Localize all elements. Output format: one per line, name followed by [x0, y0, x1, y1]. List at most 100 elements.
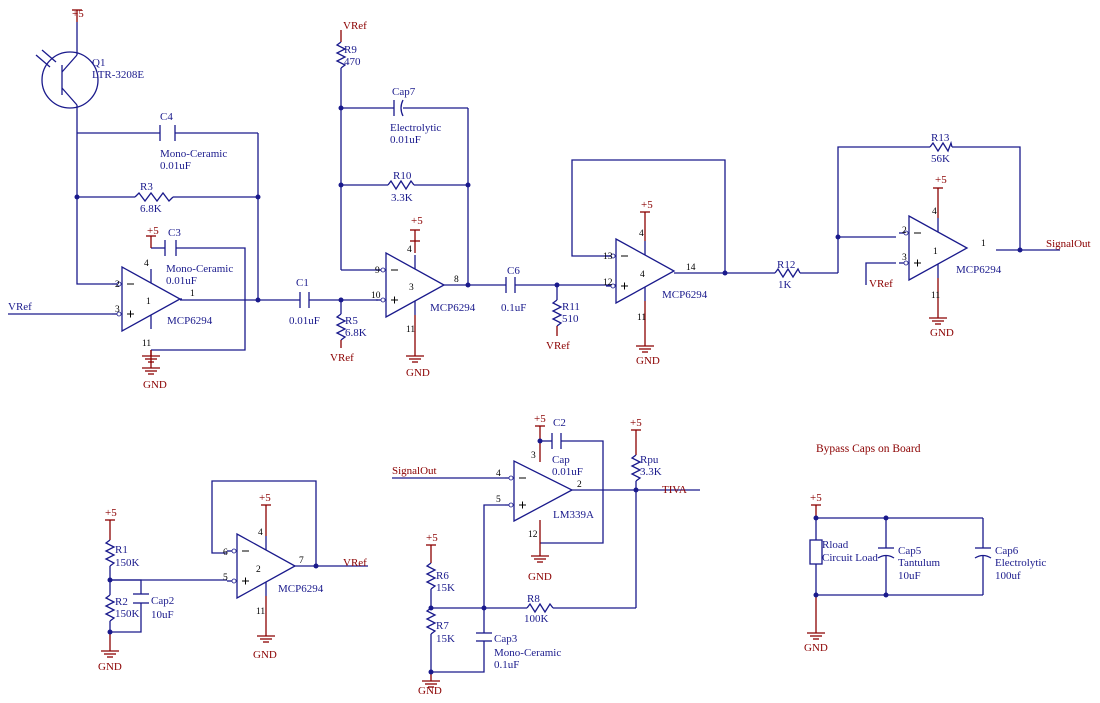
r5-value: 6.8K: [345, 327, 367, 339]
u1c-part: MCP6294: [430, 302, 476, 314]
c3-value1: Mono-Ceramic: [166, 263, 233, 275]
tiva-label: TIVA: [662, 484, 687, 496]
lm339-comparator: [505, 459, 574, 523]
u1d-pin-out: 14: [686, 263, 696, 273]
u2a-pin-plus: 3: [902, 253, 907, 263]
c6-capacitor: [505, 277, 616, 293]
r13-resistor: [929, 140, 953, 153]
r3-value: 6.8K: [140, 203, 162, 215]
lm339-pin-out: 2: [577, 480, 582, 490]
r6-value: 15K: [436, 582, 455, 594]
c1-value: 0.01uF: [289, 315, 320, 327]
r13-value: 56K: [931, 153, 950, 165]
u1c-pin-vdd: 4: [407, 245, 412, 255]
q1-value: LTR-3208E: [92, 69, 144, 81]
r11-ref: R11: [562, 301, 580, 313]
bypass-title: Bypass Caps on Board: [816, 443, 921, 455]
vref-out-label: VRef: [343, 557, 367, 569]
c4-value1: Mono-Ceramic: [160, 148, 227, 160]
u1b-gnd-label: GND: [253, 649, 277, 661]
u1d-vcc-label: +5: [641, 199, 653, 211]
u2a-gnd-label: GND: [930, 327, 954, 339]
r11-value: 510: [562, 313, 579, 325]
r10-ref: R10: [393, 170, 412, 182]
q1-ref: Q1: [92, 57, 105, 69]
u1a-gnd-label: GND: [143, 379, 167, 391]
u2a-vcc-label: +5: [935, 174, 947, 186]
u1c-pin-out: 8: [454, 275, 459, 285]
u2a-vref-label: VRef: [869, 278, 893, 290]
rpu-value: 3.3K: [640, 466, 662, 478]
cap2-value: 10uF: [151, 609, 174, 621]
vcc-label: +5: [72, 8, 84, 20]
u1d-gnd-label: GND: [636, 355, 660, 367]
u2a-pin-vdd: 4: [932, 207, 937, 217]
bypass-wires: [809, 504, 992, 627]
r9-value: 470: [344, 56, 361, 68]
bypass-gnd-symbol: [806, 626, 826, 640]
lm339-pin-gnd: 12: [528, 530, 538, 540]
u1c-pin-plus: 10: [371, 291, 381, 301]
u1d-pin-vss: 11: [637, 313, 646, 323]
u1c-gnd-symbol: [405, 349, 425, 363]
r7-ref: R7: [436, 620, 449, 632]
lm339-vcc-label: +5: [534, 413, 546, 425]
u1d-pin-minus: 13: [603, 252, 613, 262]
cap5-value1: Tantulum: [898, 557, 940, 569]
u1a-opamp: [111, 266, 182, 332]
cap5-ref: Cap5: [898, 545, 922, 557]
r2-gnd-label: GND: [98, 661, 122, 673]
cap3-value2: 0.1uF: [494, 659, 519, 671]
cap7-capacitor: [393, 99, 404, 117]
u2a-pin-vss: 11: [931, 291, 940, 301]
u1c-unit: 3: [409, 283, 414, 293]
u1b-vcc-label: +5: [259, 492, 271, 504]
c3-ref: C3: [168, 227, 181, 239]
lm339-part: LM339A: [553, 509, 594, 521]
c6-ref: C6: [507, 265, 520, 277]
cap7-value1: Electrolytic: [390, 122, 441, 134]
cap3-value1: Mono-Ceramic: [494, 647, 561, 659]
c6-value: 0.1uF: [501, 302, 526, 314]
r3-ref: R3: [140, 181, 153, 193]
u1b-gnd-symbol: [256, 629, 276, 643]
cap5-value2: 10uF: [898, 570, 921, 582]
u1c-vcc-label: +5: [411, 215, 423, 227]
u1b-pin-minus: 6: [223, 548, 228, 558]
u1d-unit: 4: [640, 270, 645, 280]
u1d-part: MCP6294: [662, 289, 708, 301]
stage1-wires: [8, 132, 300, 351]
r10-resistor: [387, 179, 415, 191]
vref-gen-wires: [104, 480, 368, 645]
r10-value: 3.3K: [391, 192, 413, 204]
r2-value: 150K: [115, 608, 140, 620]
signalout-label: SignalOut: [1046, 238, 1091, 250]
r3-resistor: [134, 191, 174, 203]
r1-value: 150K: [115, 557, 140, 569]
comp-signalout-label: SignalOut: [392, 465, 437, 477]
r9-vref-label: VRef: [343, 20, 367, 32]
r1-ref: R1: [115, 544, 128, 556]
q1-phototransistor: [35, 22, 99, 133]
cap7-ref: Cap7: [392, 86, 416, 98]
stage2-wires: [335, 30, 506, 348]
bypass-vcc-label: +5: [810, 492, 822, 504]
rload-ref: Rload: [822, 539, 849, 551]
c4-ref: C4: [160, 111, 173, 123]
r5-ref: R5: [345, 315, 358, 327]
r8-ref: R8: [527, 593, 540, 605]
rpu-ref: Rpu: [640, 454, 659, 466]
u2a-unit: 1: [933, 247, 938, 257]
lm339-pin-minus: 4: [496, 469, 501, 479]
u1a-pin-out: 1: [190, 289, 195, 299]
cap6-value2: 100uf: [995, 570, 1021, 582]
r12-value: 1K: [778, 279, 792, 291]
u1a-vcc-label: +5: [147, 225, 159, 237]
c4-capacitor: [159, 125, 176, 141]
lm339-gnd-label: GND: [528, 571, 552, 583]
u1a-part: MCP6294: [167, 315, 213, 327]
bypass-gnd-label: GND: [804, 642, 828, 654]
c2-value2: 0.01uF: [552, 466, 583, 478]
cap7-value2: 0.01uF: [390, 134, 421, 146]
